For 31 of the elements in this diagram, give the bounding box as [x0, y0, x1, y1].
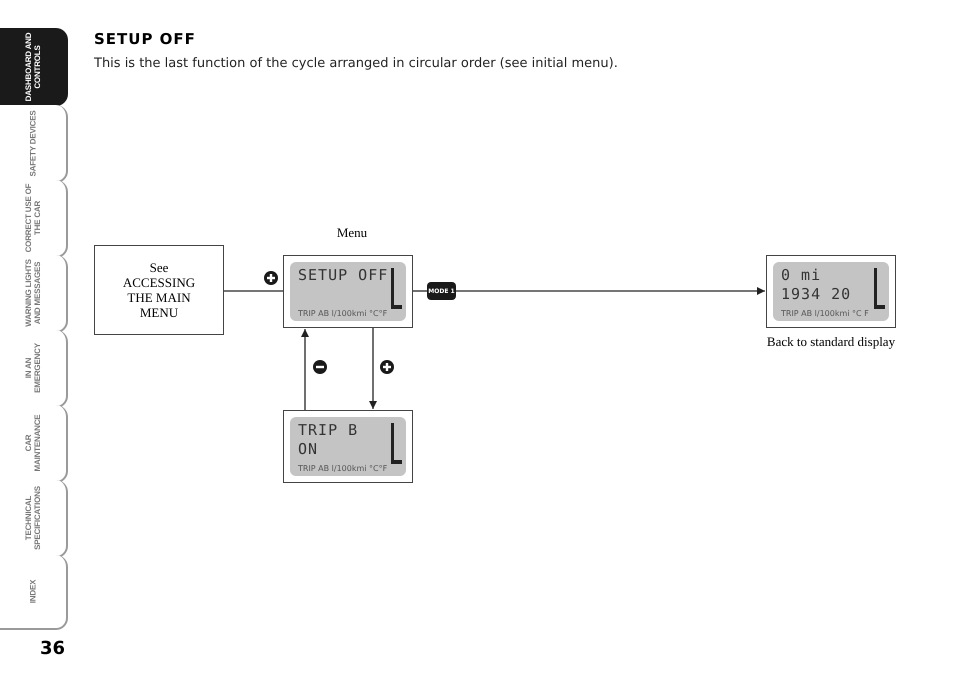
tab-label: WARNING LIGHTS AND MESSAGES	[24, 258, 42, 329]
tab-label: IN AN EMERGENCY	[24, 342, 42, 395]
display-text: 1934 20	[781, 285, 852, 303]
tab-label: CAR MAINTENANCE	[24, 414, 42, 474]
display-legend: TRIP AB l/100kmi °C F	[781, 309, 869, 318]
page-number: 36	[40, 638, 66, 659]
display-panel	[283, 255, 413, 328]
display-text: 0 mi	[781, 266, 822, 284]
text-box	[94, 245, 224, 335]
tab-label: DASHBOARD AND CONTROLS	[24, 32, 42, 103]
display-panel	[766, 255, 896, 328]
caption-text: Menu	[336, 225, 368, 240]
arrow	[369, 328, 377, 409]
tab-label: INDEX	[28, 578, 38, 606]
display-text: TRIP B	[298, 421, 358, 439]
box-text: See ACCESSING THE MAIN MENU	[122, 260, 196, 320]
tab-label: CORRECT USE OF THE CAR	[24, 182, 42, 254]
section-heading: SETUP OFF	[94, 30, 196, 48]
arrow	[456, 287, 765, 295]
display-legend: TRIP AB l/100kmi °C°F	[298, 309, 388, 318]
caption-text: Back to standard display	[766, 334, 896, 349]
display-panel	[283, 410, 413, 483]
tab-label: TECHNICAL SPECIFICATIONS	[24, 485, 42, 552]
tab-label: SAFETY DEVICES	[28, 109, 38, 178]
display-text: SETUP OFF	[298, 266, 388, 284]
display-text: ON	[298, 440, 318, 458]
arrow	[301, 329, 309, 410]
connector-line	[413, 290, 427, 292]
connector-line	[224, 290, 283, 292]
intro-paragraph: This is the last function of the cycle arranged in circular order (see initial menu).	[94, 56, 618, 71]
display-legend: TRIP AB l/100kmi °C°F	[298, 464, 388, 473]
